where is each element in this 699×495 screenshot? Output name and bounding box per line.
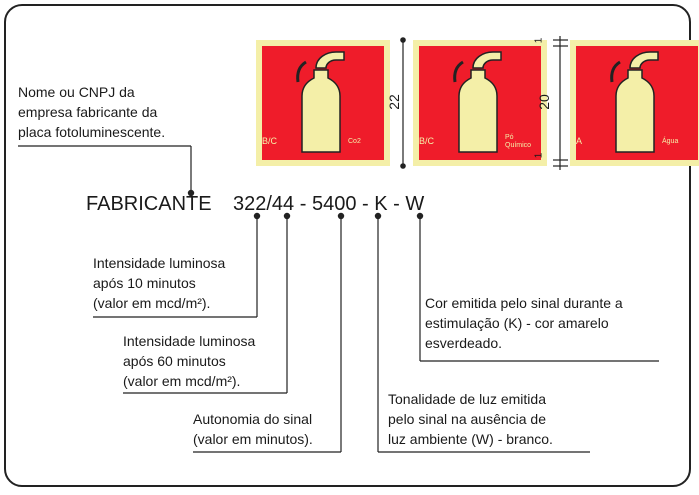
dimension-height-total: 22 xyxy=(385,94,402,110)
callout-intensity-10: Intensidade luminosa após 10 minutos (va… xyxy=(93,255,226,311)
callout-tone-dark: Tonalidade de luz emitida pelo sinal na … xyxy=(388,391,553,447)
fire-extinguisher-icon xyxy=(610,51,659,153)
code-prefix: FABRICANTE xyxy=(86,193,212,215)
callout-autonomy: Autonomia do sinal (valor em minutos). xyxy=(193,411,313,447)
fire-extinguisher-icon xyxy=(453,51,502,153)
dimension-margin-top: 1 xyxy=(533,37,545,44)
diagram-frame xyxy=(4,4,691,487)
sign-class-label: B/C xyxy=(419,136,435,146)
code-value: 322/44 - 5400 - K - W xyxy=(233,193,425,215)
sign-agent-label: Pó Químico xyxy=(505,134,532,149)
fire-extinguisher-icon xyxy=(296,51,345,153)
dimension-margin-bottom: 1 xyxy=(533,152,545,159)
sign-extinguisher-co2: B/C Co2 xyxy=(256,40,390,166)
callout-manufacturer: Nome ou CNPJ da empresa fabricante da pl… xyxy=(18,84,166,140)
sign-extinguisher-agua: A Água xyxy=(570,40,699,166)
sign-extinguisher-po-quimico: B/C Pó Químico xyxy=(413,40,547,166)
sign-agent-label: Água xyxy=(662,138,679,145)
dimension-height-pictogram: 20 xyxy=(535,94,552,110)
callout-intensity-60: Intensidade luminosa após 60 minutos (va… xyxy=(123,333,256,389)
sign-class-label: B/C xyxy=(262,136,278,146)
sign-agent-label: Co2 xyxy=(348,138,361,145)
sign-class-label: A xyxy=(576,136,583,146)
callout-color-emitted: Cor emitida pelo sinal durante a estimul… xyxy=(425,295,623,351)
